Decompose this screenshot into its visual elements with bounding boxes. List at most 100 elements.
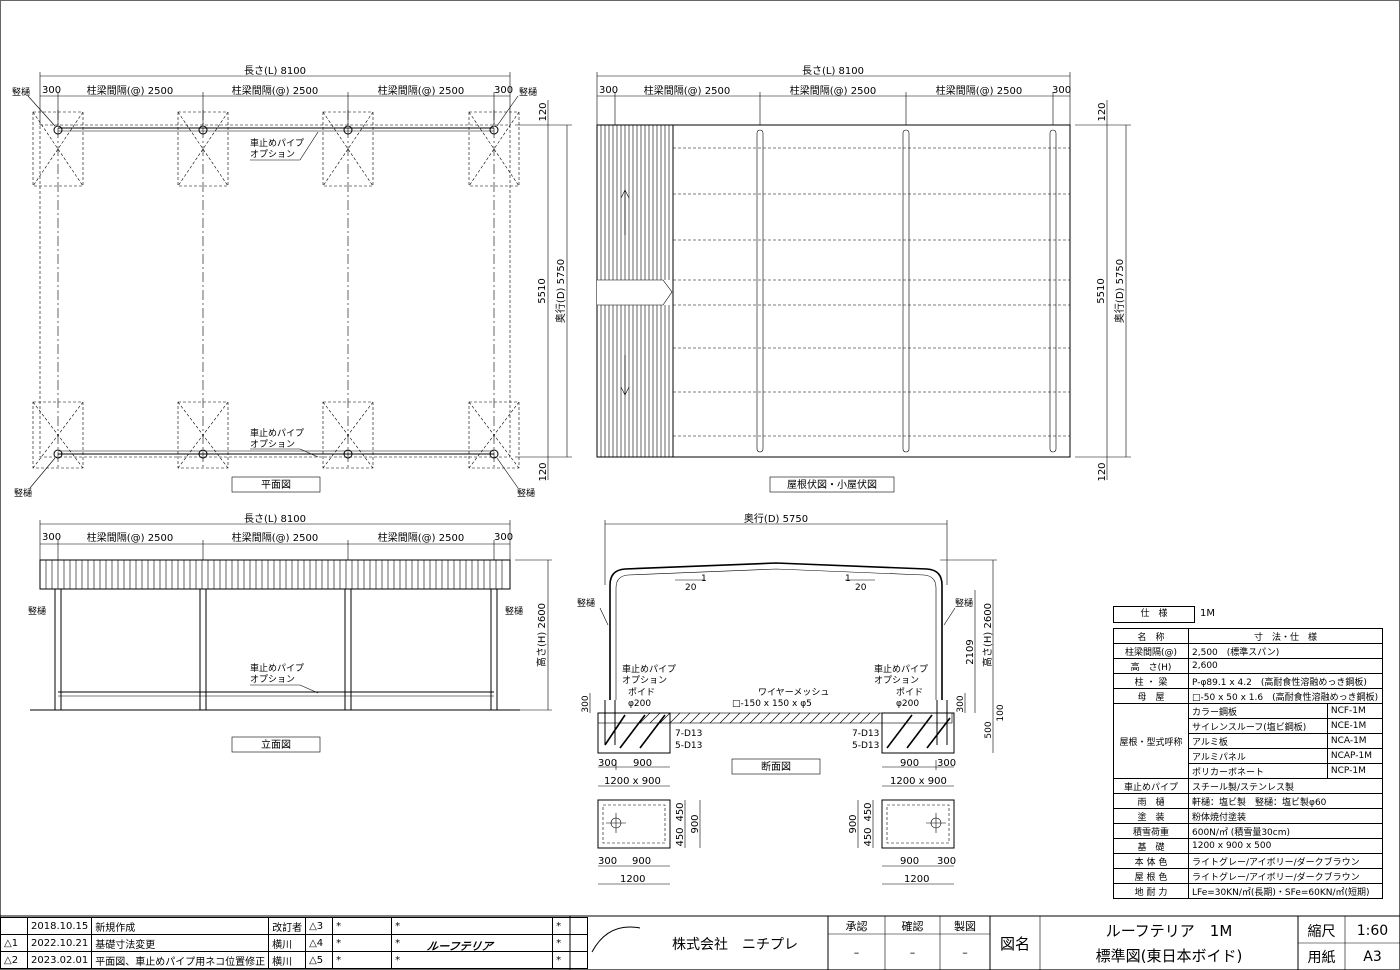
rev-mark: △3: [305, 917, 334, 935]
elev-edge-right: 300: [494, 532, 513, 543]
plan-title: 平面図: [261, 479, 291, 491]
gutter-label: 竪樋: [955, 597, 973, 609]
gutter-label: 竪樋: [12, 86, 30, 98]
spec-col-name: 名 称: [1113, 628, 1189, 644]
dim-depth: 奥行(D) 5750: [554, 259, 567, 323]
dim-900: 900: [900, 856, 919, 867]
plan-length-label: 長さ(L) 8100: [244, 65, 306, 77]
dim-300: 300: [956, 695, 966, 712]
dim-120: 120: [1097, 462, 1108, 481]
dim-5510: 5510: [1096, 278, 1107, 303]
plan-span-2: 柱梁間隔(@) 2500: [232, 84, 318, 97]
pipe-label: オプション: [622, 675, 667, 686]
sect-title: 断面図: [761, 760, 791, 773]
dim-2109: 2109: [965, 639, 976, 664]
drawing-name-2: 標準図(東日本ボイド): [1095, 946, 1243, 965]
dim-300: 300: [581, 695, 591, 712]
roof-code: NCF-1M: [1326, 703, 1384, 719]
draft-label: 製図: [954, 920, 976, 933]
section-view: 奥行(D) 5750 20 1 20 1 竪樋 竪樋 車止めパイプ オプション …: [577, 512, 1006, 787]
paper-label: 用紙: [1307, 949, 1336, 966]
roof-plan-view: 長さ(L) 8100 300 300 柱梁間隔(@) 2500 柱梁間隔(@) …: [596, 65, 1131, 493]
roof-span-3: 柱梁間隔(@) 2500: [936, 84, 1022, 97]
dim-900: 900: [690, 814, 701, 833]
confirm-value: –: [909, 945, 916, 959]
dim-120: 120: [538, 462, 549, 481]
spec-key: 屋 根 色: [1113, 868, 1189, 884]
rev-reviser-head: 改訂者: [268, 917, 307, 935]
rev-mark: △4: [305, 934, 334, 952]
dim-1200: 1200: [904, 874, 929, 885]
slope-1: 1: [845, 574, 851, 584]
spec-table: 名 称寸 法・仕 様 柱梁間隔(@)2,500 (標準スパン) 高 さ(H)2,…: [1113, 628, 1384, 899]
dim-120: 120: [538, 102, 549, 121]
rev-desc: 平面図、車止めパイプ用ネコ位置修正: [91, 951, 270, 969]
dim-100: 100: [996, 704, 1006, 721]
draft-value: –: [962, 945, 968, 959]
rev-mark: △2: [0, 951, 28, 969]
dim-300: 300: [937, 758, 956, 769]
gutter-label: 竪樋: [505, 605, 523, 617]
rev-mark: △5: [305, 951, 334, 969]
spec-key: 雨 樋: [1113, 793, 1189, 809]
elev-span-3: 柱梁間隔(@) 2500: [378, 531, 464, 544]
scale-label: 縮尺: [1307, 923, 1336, 940]
roof-length-label: 長さ(L) 8100: [802, 65, 864, 77]
dim-900: 900: [633, 758, 652, 769]
rev-reviser: 横川: [268, 951, 307, 969]
plan-span-3: 柱梁間隔(@) 2500: [378, 84, 464, 97]
dim-450: 450: [863, 802, 874, 821]
spec-key: 柱梁間隔(@): [1113, 643, 1189, 659]
rev-mark: △1: [0, 934, 28, 952]
rev-star: *: [391, 917, 554, 935]
spec-value: スチール製/ステンレス製: [1188, 778, 1383, 794]
gutter-label: 竪樋: [14, 487, 32, 499]
rev-mark: [0, 917, 28, 935]
roof-span-1: 柱梁間隔(@) 2500: [644, 84, 730, 97]
spec-value: P-φ89.1 x 4.2 (高耐食性溶融めっき鋼板): [1188, 673, 1383, 689]
dim-450: 450: [863, 827, 874, 846]
gutter-label: 竪樋: [28, 605, 46, 617]
spec-value: 軒樋：塩ビ製 竪樋：塩ビ製φ60: [1188, 793, 1383, 809]
elev-span-2: 柱梁間隔(@) 2500: [232, 531, 318, 544]
rev-star: *: [391, 951, 554, 969]
approve-value: –: [853, 945, 860, 959]
spec-key: 母 屋: [1113, 688, 1189, 704]
roof-code: NCA-1M: [1326, 733, 1384, 749]
roof-type: アルミ板: [1188, 733, 1328, 749]
spec-roof-label: 屋根・型式呼称: [1113, 703, 1189, 779]
pipe-label: 車止めパイプ: [622, 663, 676, 675]
dim-300: 300: [937, 856, 956, 867]
spec-value: 2,500 (標準スパン): [1188, 643, 1383, 659]
slope-20: 20: [855, 583, 867, 593]
dim-450: 450: [675, 827, 686, 846]
rev-date: 2022.10.21: [26, 934, 93, 952]
rev-date: 2023.02.01: [26, 951, 93, 969]
dim-900: 900: [848, 814, 859, 833]
plan-span-1: 柱梁間隔(@) 2500: [87, 84, 173, 97]
elev-edge-left: 300: [42, 532, 61, 543]
rebar-top: 7-D13: [852, 729, 879, 739]
roof-edge-left: 300: [599, 85, 618, 96]
spec-col-value: 寸 法・仕 様: [1188, 628, 1383, 644]
roof-plan-title: 屋根伏図・小屋伏図: [787, 478, 877, 491]
rev-star: *: [332, 934, 393, 952]
roof-code: NCAP-1M: [1326, 748, 1384, 764]
dim-300: 300: [598, 856, 617, 867]
dim-1200: 1200: [620, 874, 645, 885]
rev-star: *: [391, 934, 554, 952]
sect-depth: 奥行(D) 5750: [744, 512, 808, 525]
pipe-label: オプション: [250, 674, 295, 685]
roof-code: NCP-1M: [1326, 763, 1384, 779]
wire-mesh-size: □-150 x 150 x φ5: [732, 699, 812, 709]
spec-key: 塗 装: [1113, 808, 1189, 824]
rev-date: 2018.10.15: [26, 917, 93, 935]
rebar-bottom: 5-D13: [852, 741, 879, 751]
pipe-label: 車止めパイプ: [874, 663, 928, 675]
spec-key: 基 礎: [1113, 838, 1189, 854]
spec-value: ライトグレー/アイボリー/ダークブラウン: [1188, 853, 1383, 869]
spec-key: 柱 ・ 梁: [1113, 673, 1189, 689]
footing-detail-right: 900 450 450 900 300 1200: [848, 799, 956, 885]
gutter-label: 竪樋: [519, 86, 537, 98]
spec-key: 地 耐 力: [1113, 883, 1189, 899]
